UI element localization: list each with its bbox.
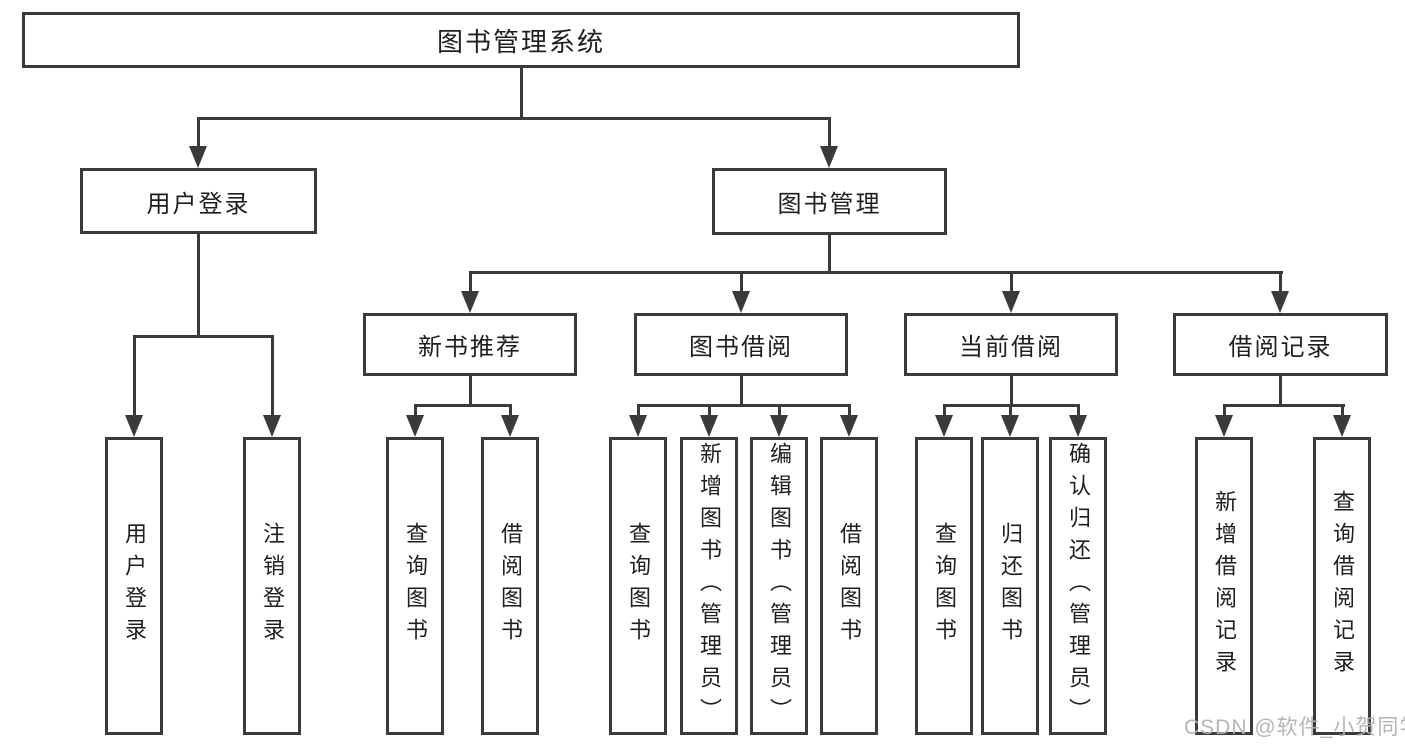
- node-library-system: 图书管理系统: [22, 12, 1020, 68]
- connector-leaf-stub-line: [271, 335, 274, 417]
- connector-currentborrow-drop-line: [1010, 376, 1013, 407]
- node-book-borrow-label: 图书借阅: [689, 334, 793, 361]
- connector-bookborrow-drop-line: [740, 376, 743, 407]
- arrow-down-icon: [461, 291, 479, 313]
- arrow-down-icon: [1002, 291, 1020, 313]
- connector-newbook-splitter-line: [414, 404, 512, 407]
- leaf-bookborrow-edit-book-admin: 编辑图书（管理员）: [750, 437, 808, 735]
- connector-leaf-stub-line: [1341, 404, 1344, 417]
- node-library-system-label: 图书管理系统: [436, 26, 605, 57]
- node-new-book-recommend: 新书推荐: [363, 313, 577, 376]
- connector-leaf-stub-line: [1223, 404, 1226, 417]
- arrow-down-icon: [1333, 415, 1351, 437]
- leaf-newbook-query-books: 查询图书: [386, 437, 444, 735]
- leaf-bookborrow-add-book-admin: 新增图书（管理员）: [680, 437, 738, 735]
- arrow-down-icon: [770, 415, 788, 437]
- connector-bookborrow-stub-line: [740, 271, 743, 293]
- connector-leaf-stub-line: [1009, 404, 1012, 417]
- node-current-borrow: 当前借阅: [904, 313, 1118, 376]
- arrow-down-icon: [732, 291, 750, 313]
- connector-borrowrecords-drop-line: [1279, 376, 1282, 407]
- connector-leaf-stub-line: [509, 404, 512, 417]
- arrow-down-icon: [263, 415, 281, 437]
- node-borrow-records: 借阅记录: [1173, 313, 1388, 376]
- leaf-currentborrow-query-books: 查询图书: [915, 437, 973, 735]
- connector-leaf-stub-line: [414, 404, 417, 417]
- connector-userlogin-drop-line: [197, 234, 200, 337]
- node-borrow-records-label: 借阅记录: [1228, 334, 1333, 361]
- arrow-down-icon: [1069, 415, 1087, 437]
- connector-borrowrecords-splitter-line: [1223, 404, 1345, 407]
- arrow-down-icon: [700, 415, 718, 437]
- connector-leaf-stub-line: [848, 404, 851, 417]
- leaf-currentborrow-return-books: 归还图书: [981, 437, 1039, 735]
- arrow-down-icon: [501, 415, 519, 437]
- connector-newbook-drop-line: [469, 376, 472, 407]
- node-book-management-label: 图书管理: [777, 191, 882, 218]
- arrow-down-icon: [840, 415, 858, 437]
- arrow-down-icon: [406, 415, 424, 437]
- connector-borrowrecords-stub-line: [1279, 271, 1282, 293]
- leaf-bookborrow-borrow-books: 借阅图书: [820, 437, 878, 735]
- node-current-borrow-label: 当前借阅: [959, 334, 1063, 361]
- connector-leaf-stub-line: [1077, 404, 1080, 417]
- leaf-bookborrow-query-books: 查询图书: [609, 437, 667, 735]
- arrow-down-icon: [629, 415, 647, 437]
- node-book-borrow: 图书借阅: [634, 313, 848, 376]
- connector-currentborrow-stub-line: [1010, 271, 1013, 293]
- connector-bookmgmt-stub-line: [828, 117, 831, 149]
- leaf-logout-login: 注销登录: [243, 437, 301, 735]
- csdn-watermark: CSDN @软件_小贺同学: [1184, 716, 1405, 739]
- arrow-down-icon: [1215, 415, 1233, 437]
- node-user-login-label: 用户登录: [146, 190, 251, 218]
- connector-newbook-stub-line: [469, 271, 472, 293]
- leaf-currentborrow-confirm-return-admin: 确认归还（管理员）: [1049, 437, 1107, 735]
- node-new-book-recommend-label: 新书推荐: [418, 334, 522, 361]
- connector-userlogin-stub-line: [197, 117, 200, 149]
- connector-level2-splitter-line: [469, 271, 1283, 274]
- connector-level1-splitter-line: [197, 117, 831, 120]
- arrow-down-icon: [1271, 291, 1289, 313]
- arrow-down-icon: [1001, 415, 1019, 437]
- connector-leaf-stub-line: [133, 335, 136, 417]
- leaf-user-login: 用户登录: [105, 437, 163, 735]
- node-user-login: 用户登录: [80, 168, 317, 234]
- arrow-down-icon: [935, 415, 953, 437]
- connector-leaf-stub-line: [708, 404, 711, 417]
- connector-leaf-stub-line: [637, 404, 640, 417]
- connector-userlogin-splitter-line: [133, 335, 274, 338]
- connector-root-drop-line: [520, 66, 523, 119]
- leaf-records-add-borrow-record: 新增借阅记录: [1195, 437, 1253, 735]
- arrow-down-icon: [189, 146, 207, 168]
- arrow-down-icon: [820, 146, 838, 168]
- connector-bookborrow-splitter-line: [637, 404, 851, 407]
- arrow-down-icon: [125, 415, 143, 437]
- connector-leaf-stub-line: [778, 404, 781, 417]
- leaf-newbook-borrow-books: 借阅图书: [481, 437, 539, 735]
- leaf-records-query-borrow-record: 查询借阅记录: [1313, 437, 1371, 735]
- node-book-management: 图书管理: [712, 168, 947, 235]
- connector-leaf-stub-line: [943, 404, 946, 417]
- connector-bookmgmt-drop-line: [828, 235, 831, 274]
